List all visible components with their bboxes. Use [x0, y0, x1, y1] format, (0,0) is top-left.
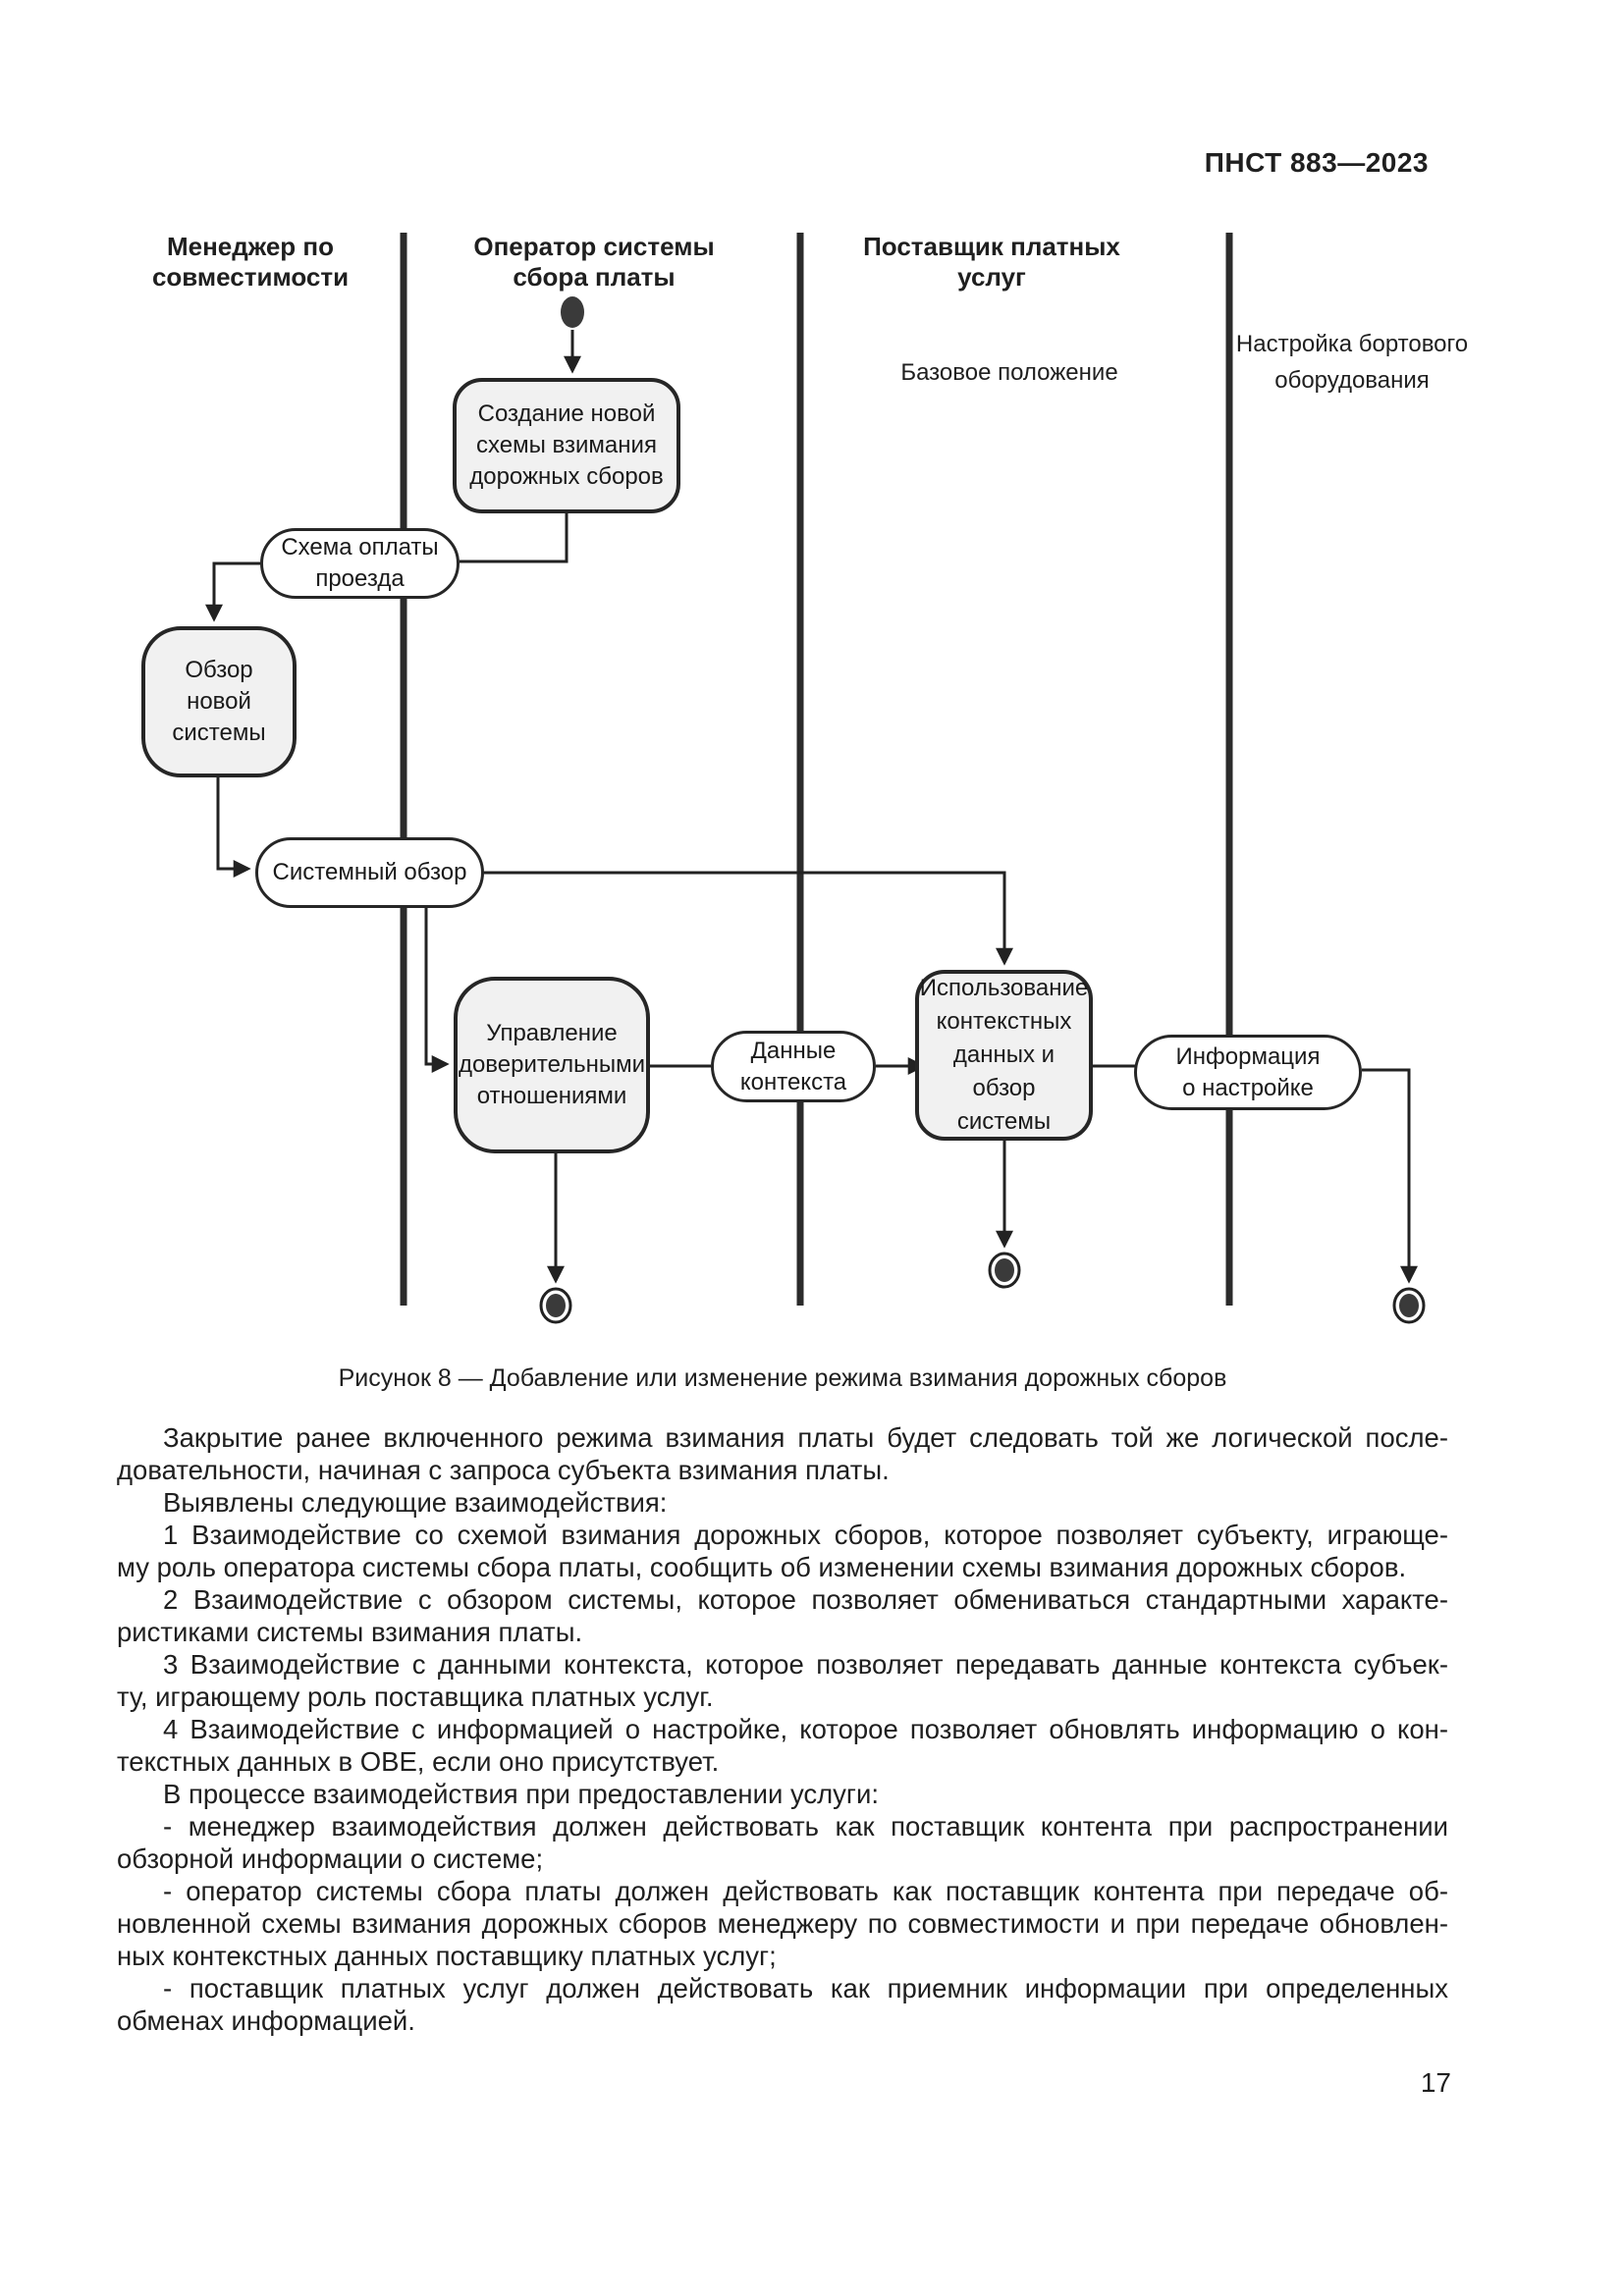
- lane-header-service-provider: Поставщик платных услуг: [844, 232, 1139, 293]
- node-label-line: контекстных: [936, 1008, 1072, 1035]
- lane-header-line: по совместимости: [151, 232, 350, 292]
- initial-node: [561, 296, 584, 328]
- node-label-line: Обзор: [185, 657, 253, 683]
- activity-diagram: Менеджер по совместимости Оператор систе…: [103, 232, 1483, 1324]
- node-label-line: Данные: [750, 1037, 837, 1064]
- page-number: 17: [1420, 2067, 1451, 2098]
- node-label-line: Схема оплаты: [281, 534, 439, 561]
- body-line: ных контекстных данных поставщику платны…: [117, 1941, 777, 1971]
- body-line: довательности, начиная с запроса субъект…: [117, 1455, 890, 1485]
- body-line: ристиками системы взимания платы.: [117, 1617, 583, 1647]
- body-line: текстных данных в OBE, если оно присутст…: [117, 1746, 720, 1777]
- final-node-inner: [1399, 1294, 1419, 1317]
- final-node-1: [539, 1287, 572, 1324]
- node-label-line: Информация: [1175, 1042, 1321, 1070]
- connector-new-system-review-to-system-review: [216, 777, 251, 878]
- object-system-review: Системный обзор: [255, 837, 484, 908]
- body-line: Выявлены следующие взаимодействия:: [163, 1487, 668, 1518]
- lane-header-line: услуг: [957, 262, 1026, 292]
- diagram-canvas: [205, 233, 1426, 1324]
- body-line: - поставщик платных услуг должен действо…: [163, 1973, 1448, 2003]
- body-line: обменах информацией.: [117, 2005, 415, 2036]
- lane-header-interoperability-manager: Менеджер по совместимости: [103, 232, 398, 293]
- final-node-3: [1392, 1287, 1426, 1324]
- body-line: 4 Взаимодействие с информацией о настрой…: [163, 1714, 1448, 1744]
- body-text: Закрытие ранее включенного режима взиман…: [117, 1421, 1448, 2037]
- node-label-line: Использование: [919, 975, 1089, 1001]
- body-line: 3 Взаимодействие с данными контекста, ко…: [163, 1649, 1448, 1680]
- final-node-inner: [995, 1258, 1014, 1282]
- node-label-line: системы: [956, 1108, 1052, 1135]
- node-label-line: контекста: [739, 1068, 847, 1095]
- activity-context-usage: Использование контекстных данных и обзор…: [915, 970, 1093, 1141]
- connector-setup-info-to-final-3: [1362, 1068, 1418, 1284]
- object-context-data: Данные контекста: [711, 1031, 876, 1102]
- activity-create-scheme: Создание новой схемы взимания дорожных с…: [453, 378, 680, 513]
- body-line: - менеджер взаимодействия должен действо…: [163, 1811, 1448, 1842]
- connector-create-scheme-to-payment-scheme: [460, 513, 568, 563]
- final-node-inner: [546, 1294, 566, 1317]
- lane-header-toll-charger: Оператор системы сбора платы: [447, 232, 741, 293]
- lane-header-line: Оператор системы: [473, 232, 715, 261]
- object-payment-scheme: Схема оплаты проезда: [260, 528, 460, 599]
- body-line: обзорной информации о системе;: [117, 1843, 544, 1874]
- swimlane-lines: [400, 233, 1233, 1306]
- annotation-line: оборудования: [1274, 367, 1430, 394]
- node-label-line: системы: [172, 720, 266, 746]
- node-label-line: дорожных сборов: [469, 463, 664, 490]
- lane-header-line: сбора платы: [513, 262, 676, 292]
- annotation-line: Настройка: [1235, 331, 1353, 357]
- figure-caption: Рисунок 8 — Добавление или изменение реж…: [338, 1364, 1227, 1392]
- body-line: В процессе взаимодействия при предоставл…: [163, 1779, 879, 1809]
- annotation-line: бортового: [1358, 331, 1469, 357]
- node-label-line: доверительными: [458, 1051, 646, 1078]
- body-line: Закрытие ранее включенного режима взиман…: [163, 1422, 1448, 1453]
- node-label-line: схемы взимания: [476, 432, 657, 458]
- connector-system-review-to-trust-relations: [424, 908, 450, 1073]
- body-line: му роль оператора системы сбора платы, с…: [117, 1552, 1407, 1582]
- node-label-line: новой: [187, 688, 251, 715]
- lane-header-line: Поставщик платных: [863, 232, 1120, 261]
- node-label-line: отношениями: [476, 1083, 627, 1109]
- body-line: - оператор системы сбора платы должен де…: [163, 1876, 1448, 1906]
- body-line: ту, играющему роль поставщика платных ус…: [117, 1682, 714, 1712]
- activity-trust-relations: Управление доверительными отношениями: [454, 977, 650, 1153]
- body-line: 1 Взаимодействие со схемой взимания доро…: [163, 1520, 1448, 1550]
- node-label-line: проезда: [315, 565, 405, 592]
- connector-system-review-to-context-usage: [484, 871, 1013, 966]
- body-line: новленной схемы взимания дорожных сборов…: [117, 1908, 1448, 1939]
- connector-payment-scheme-to-new-system-review: [205, 561, 260, 622]
- body-line: 2 Взаимодействие с обзором системы, кото…: [163, 1584, 1448, 1615]
- lane-header-line: Менеджер: [166, 232, 297, 261]
- final-node-2: [988, 1252, 1021, 1289]
- activity-new-system-review: Обзор новой системы: [141, 626, 297, 777]
- annotation-obe-setup: Настройка бортового оборудования: [1221, 326, 1483, 399]
- doc-code: ПНСТ 883—2023: [1204, 147, 1429, 178]
- node-label-line: данных и обзор: [952, 1041, 1056, 1101]
- annotation-base-position: Базовое положение: [900, 359, 1118, 386]
- node-label-line: Системный обзор: [272, 859, 467, 885]
- node-label-line: Создание новой: [477, 400, 656, 427]
- node-label-line: Управление: [486, 1020, 618, 1046]
- object-setup-info: Информация о настройке: [1134, 1035, 1362, 1110]
- node-label-line: о настройке: [1182, 1074, 1314, 1101]
